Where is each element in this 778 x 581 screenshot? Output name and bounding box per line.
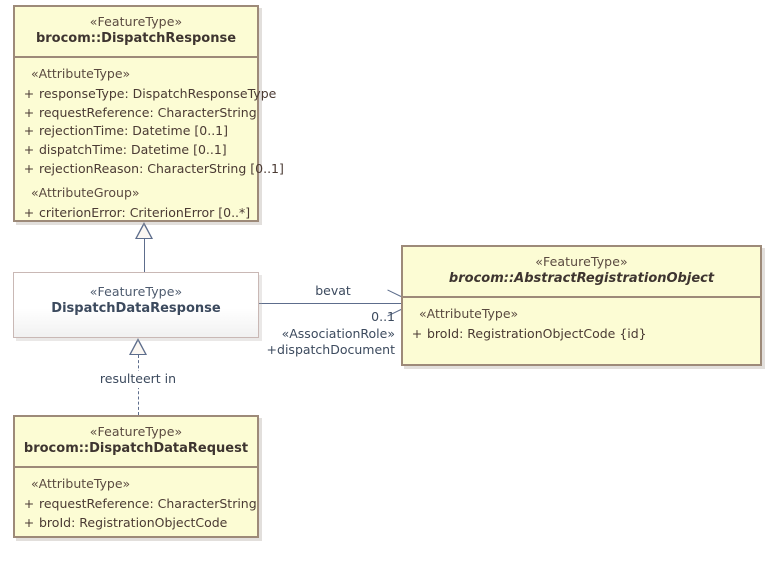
association-role-name-label: +dispatchDocument <box>266 342 395 357</box>
realization-label: resulteert in <box>88 371 188 388</box>
association-name-label: bevat <box>315 283 351 298</box>
class-box-dispatch-response[interactable]: «FeatureType» brocom::DispatchResponse «… <box>13 5 284 222</box>
class-header-dispatch-data-request: «FeatureType» brocom::DispatchDataReques… <box>15 417 257 466</box>
class-box-dispatch-data-request[interactable]: «FeatureType» brocom::DispatchDataReques… <box>13 415 259 538</box>
attribute-text: rejectionTime: Datetime [0..1] <box>39 123 229 139</box>
class-title: brocom::AbstractRegistrationObject <box>448 271 715 286</box>
attribute-text: dispatchTime: Datetime [0..1] <box>39 142 227 157</box>
generalization-connector-line[interactable] <box>144 238 145 272</box>
attribute-text: broId: RegistrationObjectCode <box>39 514 228 530</box>
attribute-row[interactable]: + rejectionReason: CharacterString [0..1… <box>19 160 284 179</box>
class-stereotype: «FeatureType» <box>89 284 183 299</box>
attribute-visibility: + <box>23 123 35 139</box>
class-header-dispatch-data-response: «FeatureType» DispatchDataResponse <box>14 273 258 326</box>
class-header-abstract-registration-object: «FeatureType» brocom::AbstractRegistrati… <box>403 247 760 296</box>
attribute-group-label: «AttributeType» <box>419 305 519 321</box>
attribute-group-label: «AttributeType» <box>31 475 131 491</box>
attribute-visibility: + <box>23 495 35 511</box>
association-connector-line[interactable] <box>259 303 401 304</box>
attribute-text: requestReference: CharacterString <box>39 104 257 120</box>
class-divider <box>15 55 257 58</box>
attribute-row[interactable]: + requestReference: CharacterString <box>19 495 257 514</box>
attribute-visibility: + <box>411 325 423 341</box>
attribute-text: responseType: DispatchResponseType <box>39 85 277 101</box>
attribute-text: requestReference: CharacterString <box>39 495 257 511</box>
attribute-group-label: «AttributeGroup» <box>31 184 140 200</box>
attribute-text: broId: RegistrationObjectCode {id} <box>427 325 647 341</box>
class-body-dispatch-response: «AttributeType» + responseType: Dispatch… <box>15 58 284 231</box>
class-title: brocom::DispatchDataRequest <box>23 441 249 456</box>
association-role-stereotype-label: «AssociationRole» <box>281 326 395 341</box>
attribute-visibility: + <box>23 104 35 120</box>
class-body-dispatch-data-request: «AttributeType» + requestReference: Char… <box>15 468 257 541</box>
attribute-visibility: + <box>23 514 35 530</box>
attribute-visibility: + <box>23 204 35 220</box>
class-title: brocom::DispatchResponse <box>35 31 237 46</box>
class-header-dispatch-response: «FeatureType» brocom::DispatchResponse <box>15 7 257 56</box>
class-stereotype: «FeatureType» <box>535 254 628 269</box>
attribute-row[interactable]: + responseType: DispatchResponseType <box>19 85 277 104</box>
attribute-row[interactable]: + requestReference: CharacterString <box>19 104 257 123</box>
attribute-text: rejectionReason: CharacterString [0..1] <box>39 160 284 176</box>
class-box-dispatch-data-response[interactable]: «FeatureType» DispatchDataResponse <box>13 272 259 338</box>
attribute-row[interactable]: + broId: RegistrationObjectCode <box>19 514 253 533</box>
attribute-visibility: + <box>23 160 35 176</box>
attribute-visibility: + <box>23 142 35 157</box>
class-title: DispatchDataResponse <box>51 301 221 316</box>
class-divider <box>403 295 760 298</box>
attribute-text: criterionError: CriterionError [0..*] <box>39 204 251 220</box>
class-stereotype: «FeatureType» <box>89 424 183 439</box>
attribute-row[interactable]: + dispatchTime: Datetime [0..1] <box>19 141 253 160</box>
attribute-row[interactable]: + rejectionTime: Datetime [0..1] <box>19 122 253 141</box>
class-divider <box>15 465 257 468</box>
attribute-row[interactable]: + broId: RegistrationObjectCode {id} <box>407 325 756 344</box>
attribute-visibility: + <box>23 85 35 101</box>
attribute-group-label: «AttributeType» <box>31 65 131 81</box>
class-body-abstract-registration-object: «AttributeType» + broId: RegistrationObj… <box>403 298 760 352</box>
attribute-row[interactable]: + criterionError: CriterionError [0..*] <box>19 204 253 223</box>
class-stereotype: «FeatureType» <box>89 14 183 29</box>
class-box-abstract-registration-object[interactable]: «FeatureType» brocom::AbstractRegistrati… <box>401 245 762 366</box>
association-multiplicity-label: 0..1 <box>371 309 395 324</box>
association-arrowhead-icon <box>386 296 400 310</box>
